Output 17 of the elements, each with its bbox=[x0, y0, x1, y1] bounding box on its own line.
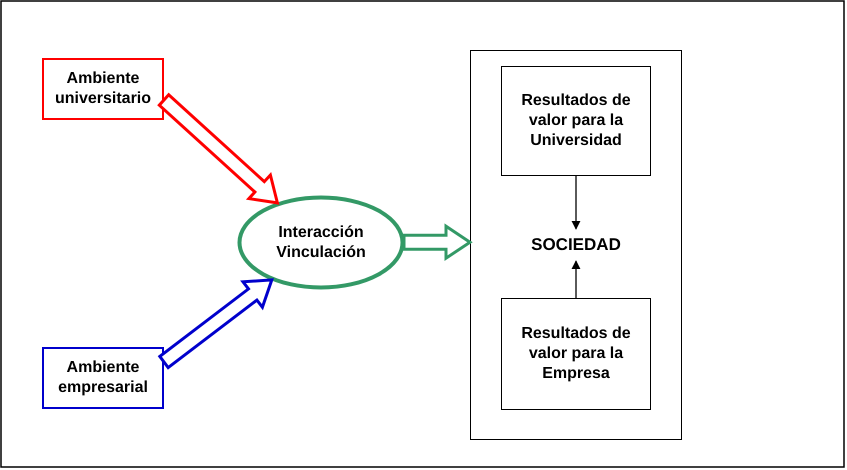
text-box bbox=[501, 66, 651, 176]
text-box bbox=[42, 58, 164, 120]
container-box bbox=[470, 50, 682, 440]
arrow bbox=[571, 176, 581, 230]
text-box bbox=[501, 298, 651, 410]
box-label: Ambiente universitario bbox=[54, 69, 152, 109]
block-arrow bbox=[158, 278, 274, 370]
box-label: Ambiente empresarial bbox=[57, 358, 149, 398]
text-box bbox=[42, 347, 164, 409]
block-arrow bbox=[157, 92, 280, 205]
arrow bbox=[571, 260, 581, 298]
block-arrow bbox=[402, 223, 473, 261]
ellipse-node bbox=[237, 195, 405, 290]
box-label: Interacción Vinculación bbox=[275, 222, 367, 262]
box-label: Resultados de valor para la Universidad bbox=[520, 91, 632, 151]
box-label: Resultados de valor para la Empresa bbox=[520, 324, 632, 384]
node-label: SOCIEDAD bbox=[531, 234, 621, 256]
